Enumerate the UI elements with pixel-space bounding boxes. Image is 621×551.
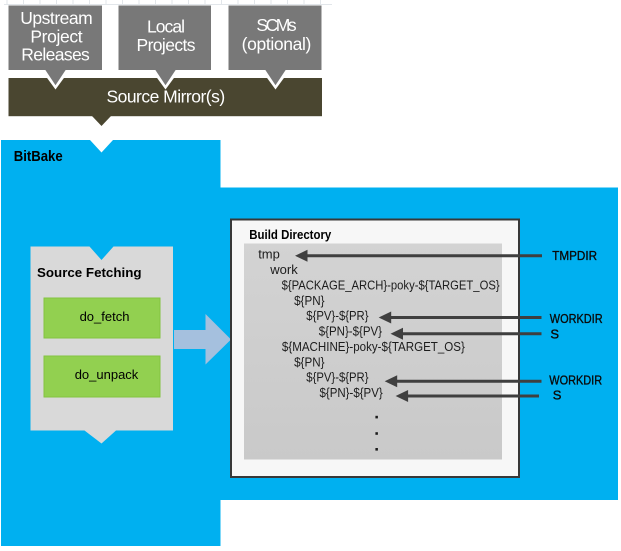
svg-text:(optional): (optional) bbox=[242, 34, 312, 54]
svg-text:${PACKAGE_ARCH}-poky-${TARGET_: ${PACKAGE_ARCH}-poky-${TARGET_OS} bbox=[282, 277, 501, 292]
svg-text:Source Fetching: Source Fetching bbox=[37, 265, 142, 280]
svg-text:${PN}-${PV}: ${PN}-${PV} bbox=[320, 385, 384, 400]
svg-text:Source Mirror(s): Source Mirror(s) bbox=[106, 87, 225, 107]
svg-text:TMPDIR: TMPDIR bbox=[552, 248, 597, 263]
svg-text:${PV}-${PR}: ${PV}-${PR} bbox=[306, 370, 369, 385]
svg-text:${PV}-${PR}: ${PV}-${PR} bbox=[306, 308, 369, 323]
svg-text:work: work bbox=[269, 262, 298, 277]
svg-text:Project: Project bbox=[30, 27, 82, 47]
svg-text:Projects: Projects bbox=[137, 35, 196, 55]
svg-text:SCMs: SCMs bbox=[256, 15, 297, 35]
svg-text:WORKDIR: WORKDIR bbox=[549, 373, 602, 388]
svg-text:Build Directory: Build Directory bbox=[249, 227, 332, 242]
svg-text:WORKDIR: WORKDIR bbox=[550, 311, 603, 326]
svg-text:Upstream: Upstream bbox=[20, 8, 93, 28]
svg-text:${PN}: ${PN} bbox=[294, 354, 325, 369]
svg-text:BitBake: BitBake bbox=[14, 148, 63, 165]
svg-text:Releases: Releases bbox=[21, 45, 90, 65]
svg-text:S: S bbox=[550, 327, 559, 342]
svg-text:${PN}: ${PN} bbox=[294, 293, 325, 308]
svg-text:Local: Local bbox=[147, 17, 185, 37]
svg-text:do_fetch: do_fetch bbox=[80, 309, 130, 324]
svg-text:S: S bbox=[553, 388, 562, 403]
svg-text:do_unpack: do_unpack bbox=[75, 367, 139, 382]
svg-text:${MACHINE}-poky-${TARGET_OS}: ${MACHINE}-poky-${TARGET_OS} bbox=[282, 339, 466, 354]
svg-text:${PN}-${PV}: ${PN}-${PV} bbox=[319, 324, 383, 339]
svg-text:tmp: tmp bbox=[258, 247, 280, 262]
